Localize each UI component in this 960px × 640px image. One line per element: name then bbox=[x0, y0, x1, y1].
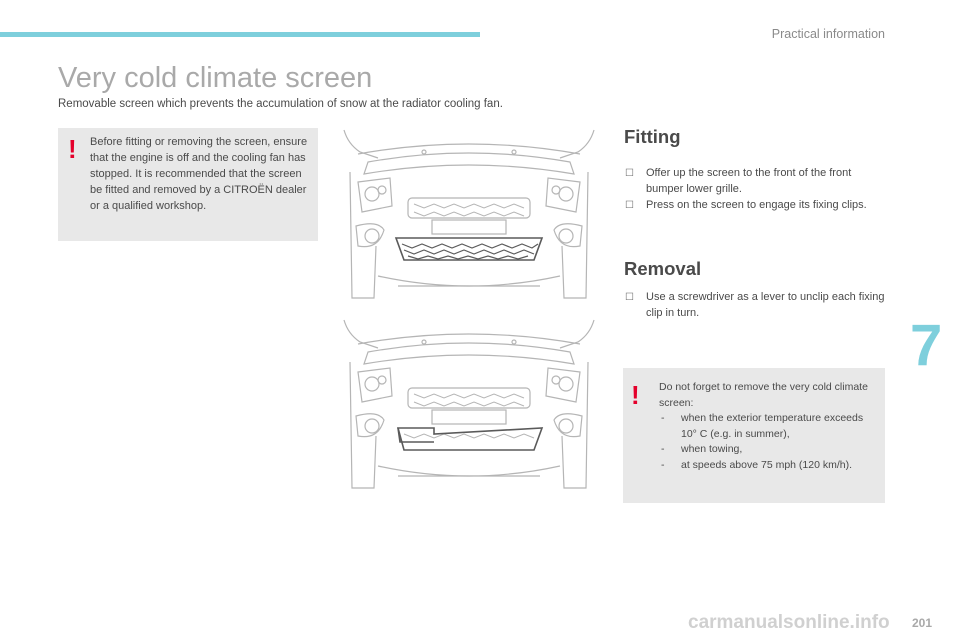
step-text: Press on the screen to engage its fixing… bbox=[646, 199, 867, 211]
list-item: ☐ Use a screwdriver as a lever to unclip … bbox=[624, 290, 886, 321]
checkbox-icon: ☐ bbox=[625, 292, 634, 303]
checkbox-icon: ☐ bbox=[625, 168, 634, 179]
list-item: ☐ Press on the screen to engage its fixin… bbox=[624, 198, 886, 214]
warning-text: Do not forget to remove the very cold cl… bbox=[659, 380, 881, 473]
car-front-screen-fitted-illustration bbox=[343, 129, 595, 299]
list-item: ☐ Offer up the screen to the front of the… bbox=[624, 166, 886, 197]
list-item: -when towing, bbox=[661, 443, 743, 455]
car-front-screen-removal-illustration bbox=[343, 319, 595, 489]
step-text: Offer up the screen to the front of the … bbox=[646, 167, 852, 195]
step-text: Use a screwdriver as a lever to unclip e… bbox=[646, 291, 885, 319]
list-item: -when the exterior temperature exceeds 1… bbox=[661, 412, 864, 440]
warning-list: -when the exterior temperature exceeds 1… bbox=[659, 411, 881, 473]
header-accent-bar bbox=[0, 32, 480, 37]
fitting-steps: ☐ Offer up the screen to the front of the… bbox=[624, 166, 886, 215]
warning-box-safety: ! Before fitting or removing the screen,… bbox=[58, 128, 318, 241]
section-title: Practical information bbox=[771, 27, 885, 41]
page-title: Very cold climate screen bbox=[58, 62, 373, 94]
fitting-heading: Fitting bbox=[624, 126, 681, 147]
page-number: 201 bbox=[912, 616, 933, 630]
exclamation-icon: ! bbox=[68, 134, 77, 164]
exclamation-icon: ! bbox=[631, 380, 640, 410]
checkbox-icon: ☐ bbox=[625, 200, 634, 211]
warning-intro: Do not forget to remove the very cold cl… bbox=[659, 381, 868, 409]
warning-text: Before fitting or removing the screen, e… bbox=[90, 136, 308, 212]
watermark: carmanualsonline.info bbox=[688, 612, 890, 633]
removal-heading: Removal bbox=[624, 258, 702, 279]
warning-box-reminder: ! Do not forget to remove the very cold … bbox=[623, 368, 885, 503]
removal-steps: ☐ Use a screwdriver as a lever to unclip … bbox=[624, 290, 886, 322]
page-subtitle: Removable screen which prevents the accu… bbox=[58, 98, 503, 110]
list-item: -at speeds above 75 mph (120 km/h). bbox=[661, 458, 853, 471]
chapter-number: 7 bbox=[910, 313, 943, 378]
